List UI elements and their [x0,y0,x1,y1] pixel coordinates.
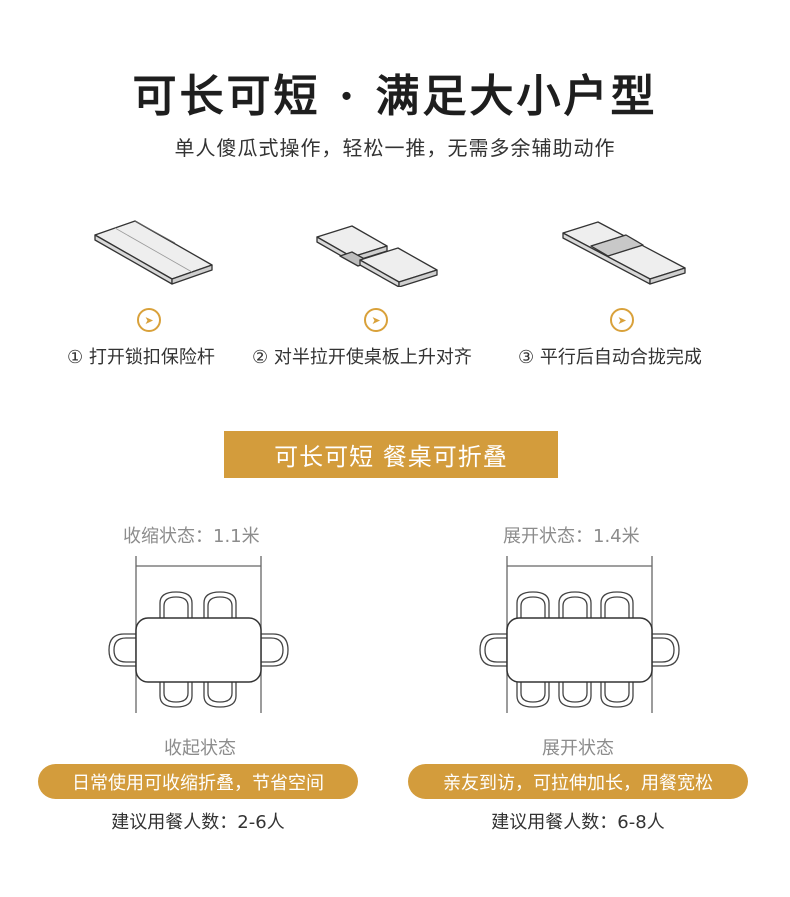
page-title: 可长可短 · 满足大小户型 [132,71,658,122]
section-banner: 可长可短 餐桌可折叠 [224,431,558,478]
expanded-table-diagram [479,556,680,713]
collapsed-seats: 建议用餐人数：2-6人 [111,812,285,833]
step-2-arrow-icon: ➤ [364,308,388,332]
expanded-caption: 展开状态 [542,738,614,759]
step-2-illustration [316,225,438,287]
collapsed-size-label: 收缩状态：1.1米 [123,526,260,547]
page-subtitle: 单人傻瓜式操作，轻松一推，无需多余辅助动作 [174,136,616,160]
step-1-label: ① 打开锁扣保险杆 [67,347,215,368]
step-3-illustration [562,221,686,285]
collapsed-pill: 日常使用可收缩折叠，节省空间 [38,764,358,799]
step-1-arrow-icon: ➤ [137,308,161,332]
step-3-arrow-icon: ➤ [610,308,634,332]
collapsed-caption: 收起状态 [164,738,236,759]
expanded-size-label: 展开状态：1.4米 [503,526,640,547]
step-3-label: ③ 平行后自动合拢完成 [518,347,702,368]
collapsed-table-diagram [108,556,289,713]
expanded-pill: 亲友到访，可拉伸加长，用餐宽松 [408,764,748,799]
step-1-illustration [94,220,213,285]
step-2-label: ② 对半拉开使桌板上升对齐 [252,347,472,368]
expanded-seats: 建议用餐人数：6-8人 [491,812,665,833]
